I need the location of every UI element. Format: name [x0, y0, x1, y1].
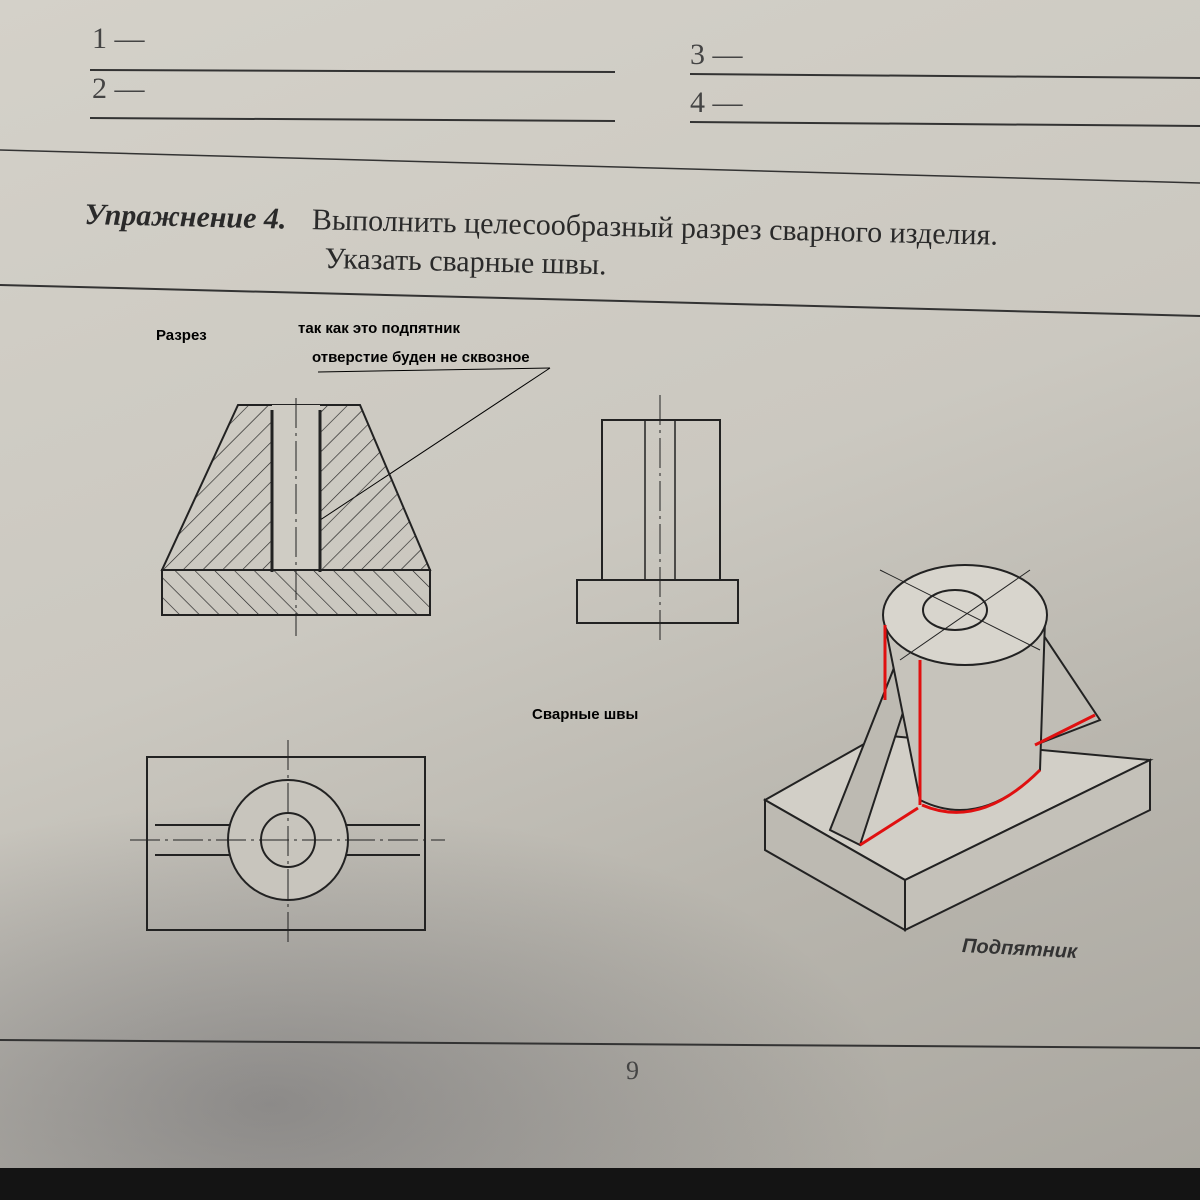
front-view — [576, 395, 739, 645]
weld-seams — [859, 625, 1096, 847]
blank-item-2: 2 — — [92, 72, 145, 105]
photo-bottom-edge — [0, 1168, 1200, 1200]
page-number: 9 — [626, 1056, 639, 1085]
blank-item-1: 1 — — [92, 22, 145, 55]
blank-item-3: 3 — — [690, 38, 743, 71]
welds-label: Сварные швы — [532, 706, 639, 723]
exercise-label: Упражнение 4. — [84, 198, 287, 236]
isometric-view — [762, 564, 1154, 932]
section-view — [160, 398, 432, 636]
note-line-2: отверстие буден не сквозное — [312, 349, 530, 366]
photo-shadow — [0, 800, 900, 1180]
blank-item-4: 4 — — [690, 86, 743, 119]
exercise-line-2: Указать сварные швы. — [324, 242, 608, 282]
note-line-1: так как это подпятник — [298, 320, 460, 337]
section-label: Разрез — [156, 327, 207, 344]
top-view — [130, 740, 445, 945]
ruled-lines — [0, 69, 1200, 1049]
